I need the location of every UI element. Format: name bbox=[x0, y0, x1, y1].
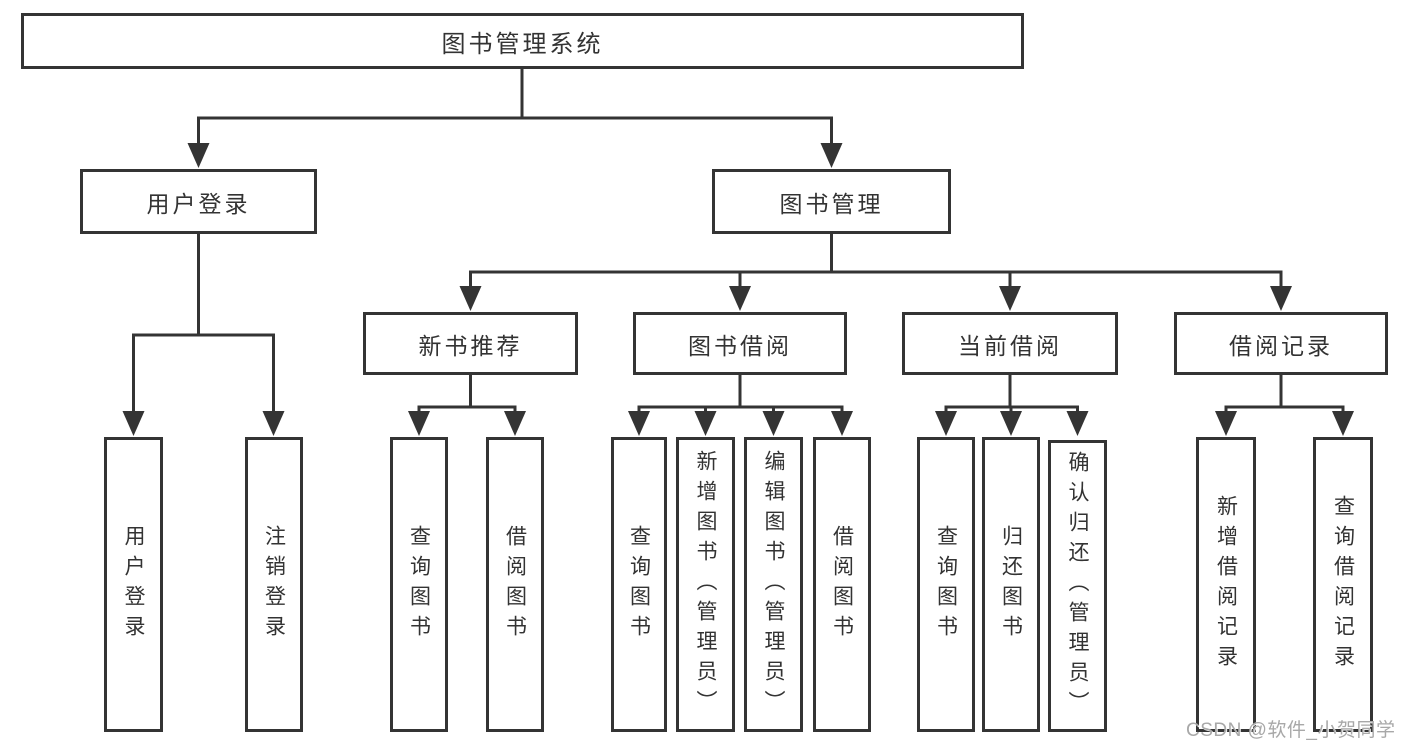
leaf-logout-label: 注销登录 bbox=[262, 524, 286, 645]
node-book-borrowing: 图书借阅 bbox=[633, 312, 847, 375]
leaf-add-books-admin: 新增图书（管理员） bbox=[676, 437, 735, 732]
node-user-login: 用户登录 bbox=[80, 169, 317, 234]
leaf-borrow-books-borrowing: 借阅图书 bbox=[813, 437, 871, 732]
node-book-management: 图书管理 bbox=[712, 169, 951, 234]
connector-new-book-recommendation bbox=[408, 375, 526, 436]
node-new-book-recommendation: 新书推荐 bbox=[363, 312, 578, 375]
leaf-query-books-current-label: 查询图书 bbox=[934, 524, 958, 645]
node-current-borrowing: 当前借阅 bbox=[902, 312, 1118, 375]
leaf-query-books-recommend: 查询图书 bbox=[390, 437, 448, 732]
connector-root bbox=[187, 69, 843, 168]
leaf-query-books-current: 查询图书 bbox=[917, 437, 975, 732]
leaf-borrow-books-recommend: 借阅图书 bbox=[486, 437, 544, 732]
connector-current-borrowing bbox=[935, 375, 1089, 436]
leaf-logout: 注销登录 bbox=[245, 437, 303, 732]
connector-book-management bbox=[459, 234, 1292, 311]
csdn-watermark: CSDN @软件_小贺同学 bbox=[1186, 720, 1396, 741]
leaf-query-borrow-record: 查询借阅记录 bbox=[1313, 437, 1373, 732]
leaf-add-borrow-record-label: 新增借阅记录 bbox=[1214, 494, 1238, 675]
connector-borrowing-records bbox=[1215, 375, 1354, 436]
node-borrowing-records: 借阅记录 bbox=[1174, 312, 1388, 375]
leaf-add-books-admin-label: 新增图书（管理员） bbox=[694, 449, 718, 720]
leaf-query-books-recommend-label: 查询图书 bbox=[407, 524, 431, 645]
leaf-query-borrow-record-label: 查询借阅记录 bbox=[1331, 494, 1355, 675]
leaf-user-login-label: 用户登录 bbox=[122, 524, 146, 645]
connector-book-borrowing bbox=[628, 375, 853, 436]
leaf-query-books-borrowing-label: 查询图书 bbox=[627, 524, 651, 645]
leaf-user-login: 用户登录 bbox=[104, 437, 163, 732]
leaf-return-books-label: 归还图书 bbox=[999, 524, 1023, 645]
connector-user-login bbox=[122, 234, 285, 436]
leaf-add-borrow-record: 新增借阅记录 bbox=[1196, 437, 1256, 732]
leaf-confirm-return-admin: 确认归还（管理员） bbox=[1048, 440, 1107, 732]
leaf-confirm-return-admin-label: 确认归还（管理员） bbox=[1066, 451, 1090, 721]
leaf-borrow-books-borrowing-label: 借阅图书 bbox=[830, 524, 854, 645]
leaf-query-books-borrowing: 查询图书 bbox=[611, 437, 667, 732]
node-library-management-system: 图书管理系统 bbox=[21, 13, 1024, 69]
leaf-edit-books-admin: 编辑图书（管理员） bbox=[744, 437, 803, 732]
leaf-borrow-books-recommend-label: 借阅图书 bbox=[503, 524, 527, 645]
leaf-return-books: 归还图书 bbox=[982, 437, 1040, 732]
leaf-edit-books-admin-label: 编辑图书（管理员） bbox=[762, 449, 786, 720]
